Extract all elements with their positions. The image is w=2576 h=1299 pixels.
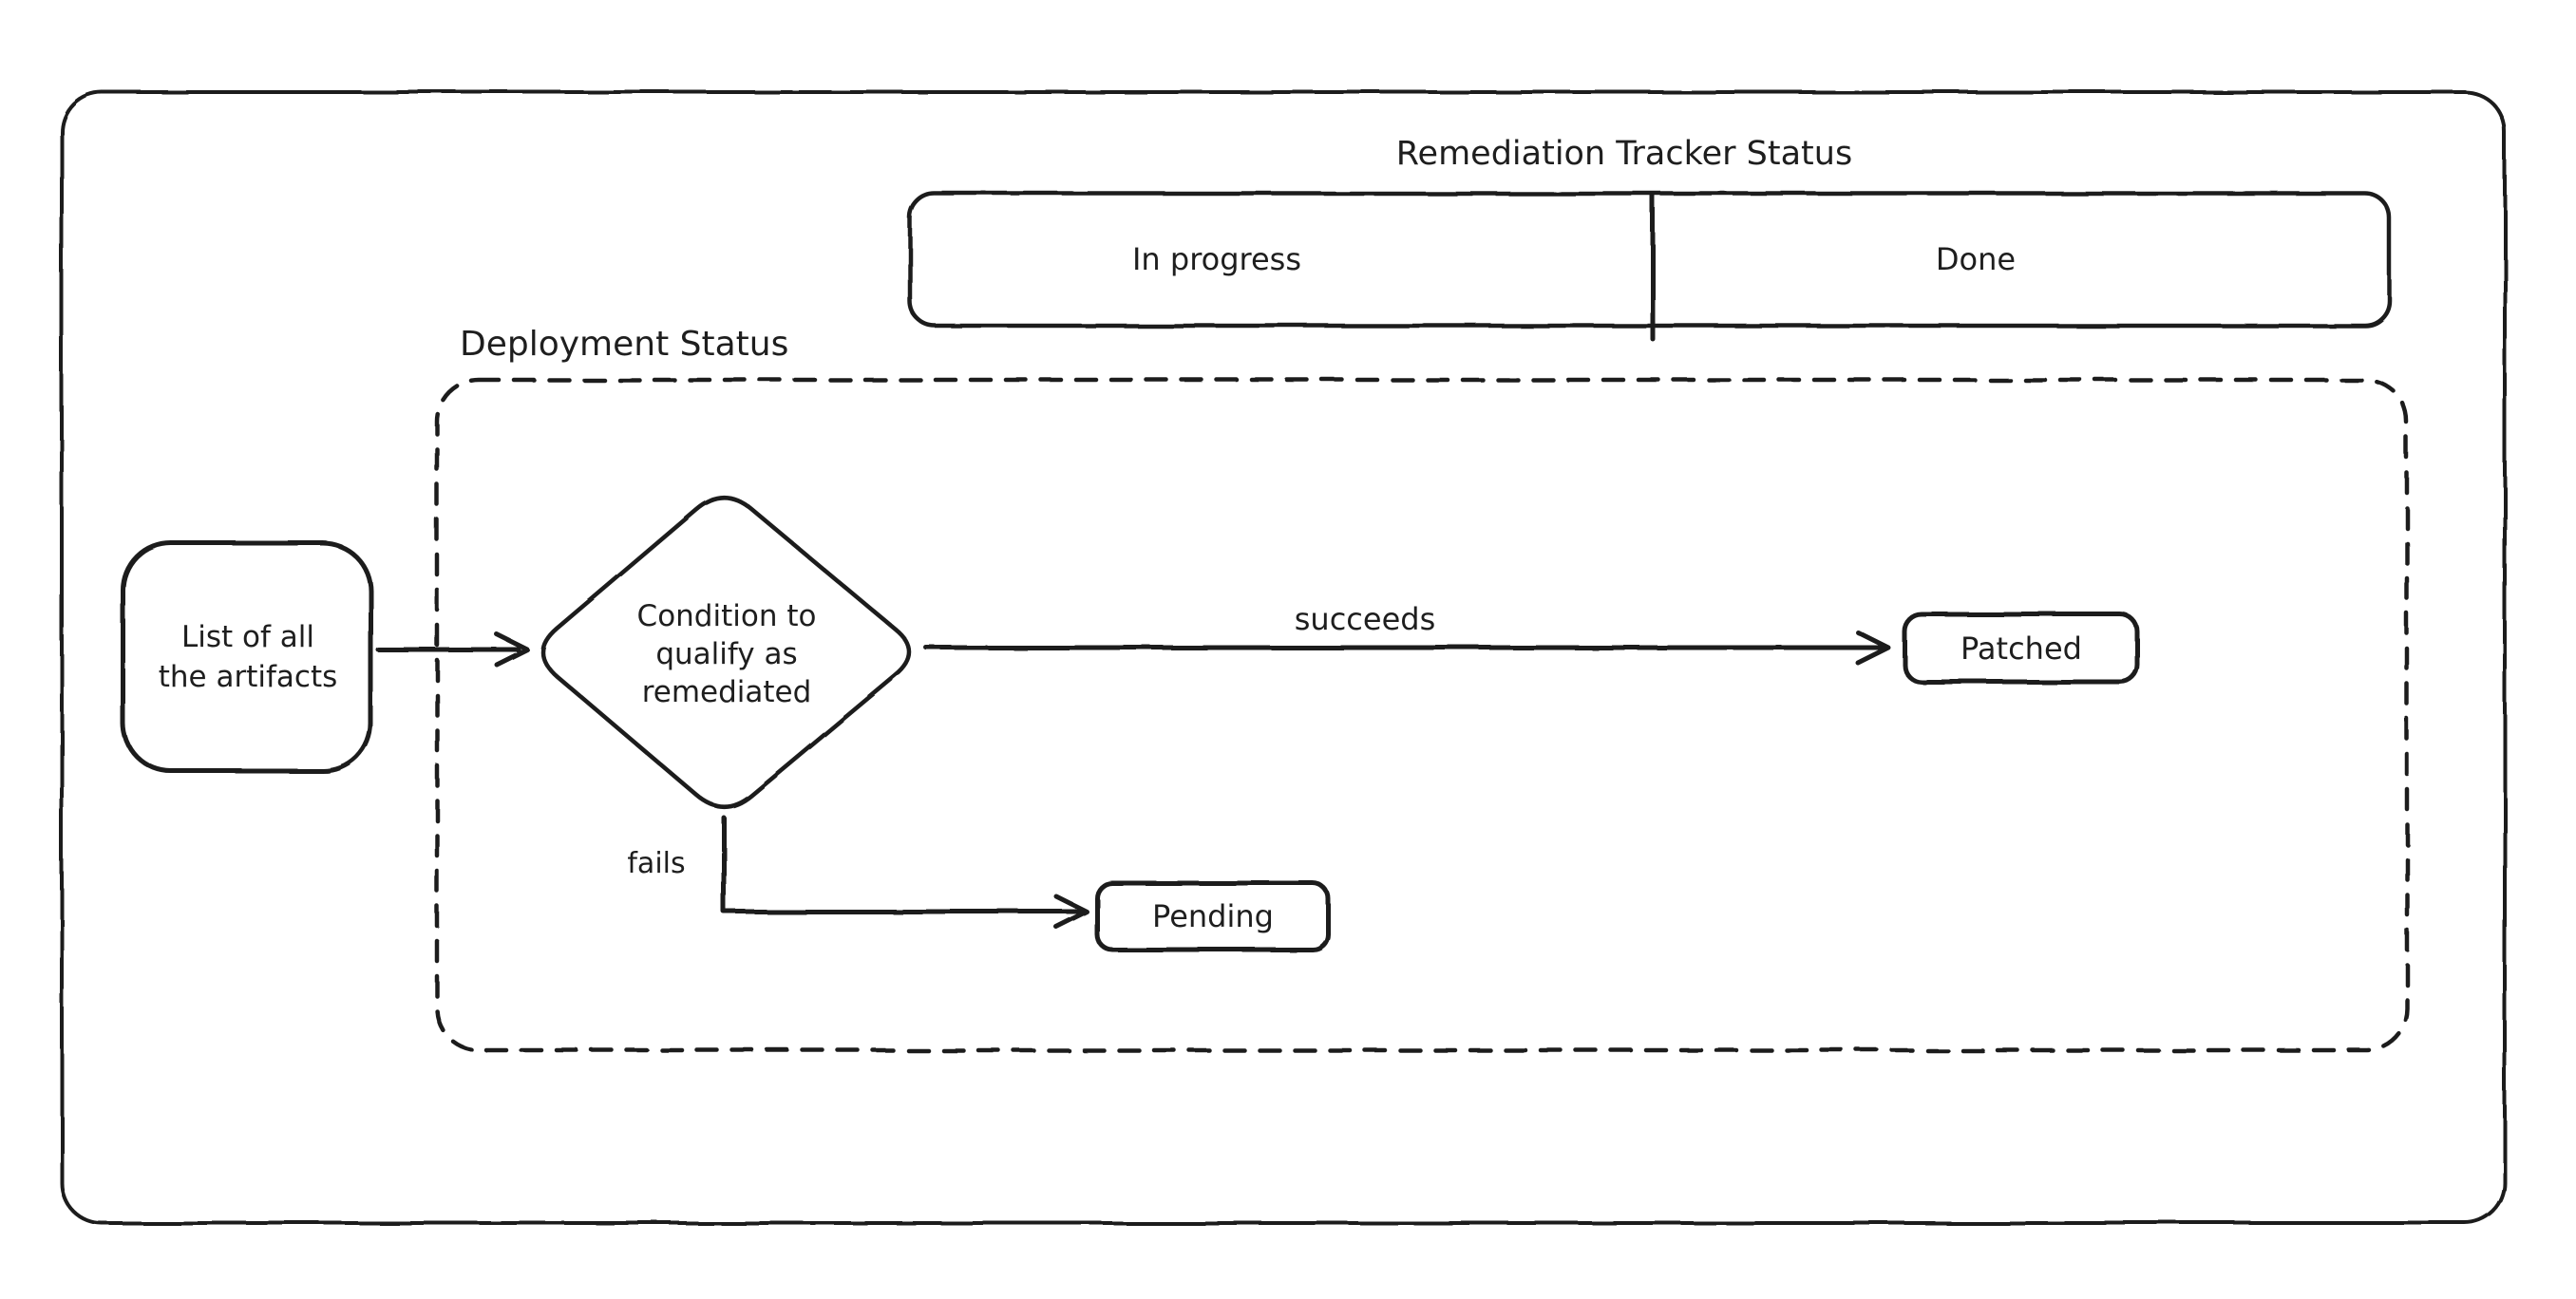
condition-node-label-line1: Condition to [637, 599, 817, 633]
deployment-status-label: Deployment Status [460, 325, 788, 364]
artifacts-node-label-line1: List of all [181, 620, 314, 654]
condition-node-label-line2: qualify as [655, 637, 797, 671]
arrowhead-icon [1855, 630, 1891, 666]
tracker-cell-done: Done [1936, 241, 2016, 277]
pending-node [1094, 880, 1331, 952]
patched-node-label: Patched [1960, 631, 2082, 667]
condition-node-label-line3: remediated [642, 675, 812, 709]
tracker-title: Remediation Tracker Status [1396, 135, 1852, 173]
condition-diamond [540, 496, 912, 809]
artifacts-node [121, 540, 373, 774]
artifacts-node-label: List of all the artifacts [159, 620, 338, 694]
pending-node-label: Pending [1152, 898, 1274, 934]
deployment-status-group-box [434, 377, 2410, 1053]
artifacts-node-label-line2: the artifacts [159, 660, 338, 694]
arrow-fails [721, 815, 1089, 930]
tracker-status-box [907, 191, 2393, 329]
arrow-shaft [721, 815, 1082, 914]
arrow-succeeds [923, 630, 1891, 666]
tracker-cell-in-progress: In progress [1132, 241, 1301, 277]
succeeds-edge-label: succeeds [1295, 601, 1436, 637]
arrowhead-icon [494, 631, 530, 668]
arrow-artifacts-to-condition [375, 631, 530, 668]
condition-node-label: Condition to qualify as remediated [637, 599, 817, 709]
patched-node [1902, 612, 2140, 685]
arrowhead-icon [1053, 894, 1089, 930]
fails-edge-label: fails [627, 847, 685, 880]
outer-container-box [60, 90, 2507, 1225]
